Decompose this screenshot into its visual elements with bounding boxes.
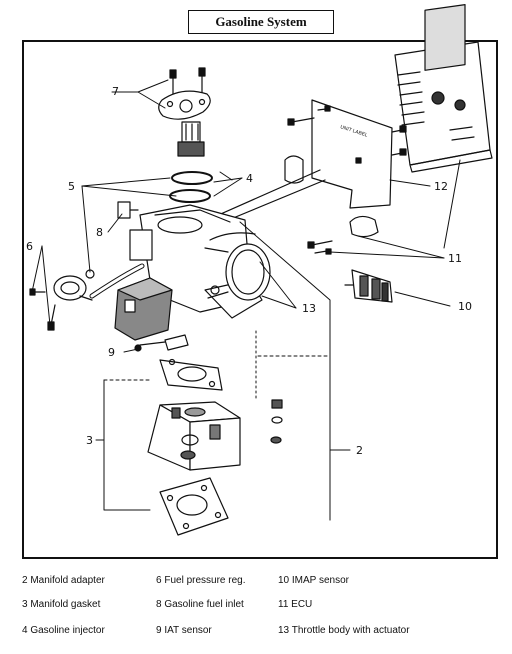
manifold-gasket-lower xyxy=(159,477,229,536)
gasoline-injector xyxy=(177,121,205,157)
o-rings xyxy=(169,171,233,203)
callout-13: 13 xyxy=(302,302,316,315)
legend-item: 4 Gasoline injector xyxy=(22,625,105,636)
manifold-gasket-upper xyxy=(159,358,223,391)
callout-10: 10 xyxy=(458,300,472,313)
callout-5: 5 xyxy=(68,180,75,193)
leader-lines xyxy=(31,79,461,521)
imap-sensor xyxy=(344,269,393,303)
legend-item: 9 IAT sensor xyxy=(156,625,212,636)
callout-9: 9 xyxy=(108,346,115,359)
callout-8: 8 xyxy=(96,226,103,239)
legend-item: 11 ECU xyxy=(278,599,313,610)
callout-12: 12 xyxy=(434,180,448,193)
iat-sensor xyxy=(134,334,189,352)
actuator-motor xyxy=(114,277,173,341)
legend-item: 3 Manifold gasket xyxy=(22,599,101,610)
callout-3: 3 xyxy=(86,434,93,447)
callout-4: 4 xyxy=(246,172,253,185)
callout-7: 7 xyxy=(112,85,119,98)
legend-item: 2 Manifold adapter xyxy=(22,575,105,586)
legend-item: 8 Gasoline fuel inlet xyxy=(156,599,244,610)
parts-legend: 2 Manifold adapter 3 Manifold gasket 4 G… xyxy=(22,568,498,648)
callout-2: 2 xyxy=(356,444,363,457)
injector-cap xyxy=(158,90,211,120)
exploded-view-diagram: UNIT LABEL xyxy=(26,4,493,536)
diagram-title: Gasoline System xyxy=(188,10,334,34)
ecu-module xyxy=(394,4,493,173)
throttle-tube xyxy=(204,243,271,301)
legend-item: 10 IMAP sensor xyxy=(278,575,349,586)
manifold-adapter xyxy=(147,401,241,471)
diagram-frame xyxy=(22,40,498,559)
legend-item: 13 Throttle body with actuator xyxy=(278,625,410,636)
fuel-inlet-fitting xyxy=(117,201,139,219)
legend-item: 6 Fuel pressure reg. xyxy=(156,575,246,586)
callout-6: 6 xyxy=(26,240,33,253)
callout-11: 11 xyxy=(448,252,462,265)
fasteners-column xyxy=(270,399,283,444)
bolts xyxy=(169,67,407,255)
fuel-pressure-regulator xyxy=(29,263,145,331)
